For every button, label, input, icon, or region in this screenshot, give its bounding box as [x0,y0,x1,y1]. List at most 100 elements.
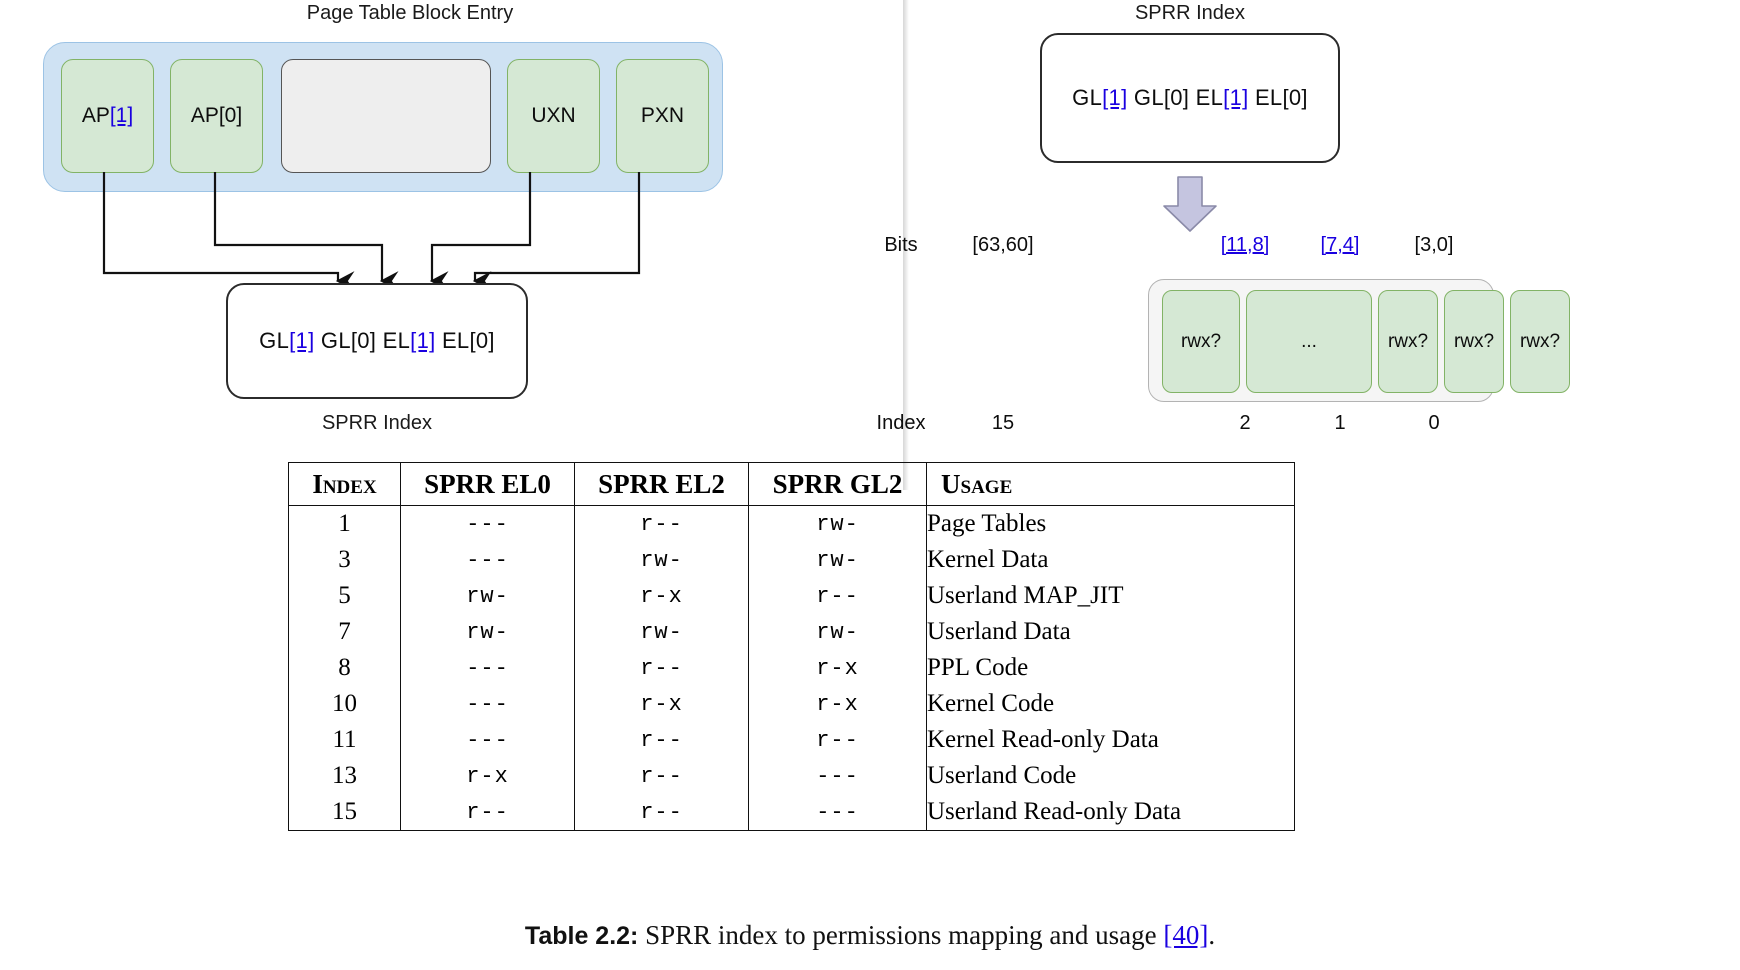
register-cell-ellipsis-text: ... [1301,330,1317,352]
cell-index: 11 [288,722,401,758]
page-table-block-entry-container: AP[1] AP[0] UXN PXN [43,42,723,192]
field-label-ap0: AP[0] [190,104,243,127]
cell-sprr-el0: --- [400,722,575,758]
table-caption: Table 2.2: SPRR index to permissions map… [0,920,1740,951]
th-usage: Usage [926,462,1295,506]
cell-sprr-el0: --- [400,686,575,722]
cell-index: 3 [288,542,401,578]
field-label-pxn: PXN [640,104,685,127]
index-label-2: 2 [1239,412,1251,434]
cell-sprr-el0: r-- [400,794,575,831]
index-label-15: 15 [991,412,1015,434]
index-row-label: Index [876,412,926,434]
cell-sprr-el2: r-x [574,686,749,722]
index-label-1: 1 [1334,412,1346,434]
cell-index: 10 [288,686,401,722]
field-box-ap0: AP[0] [170,59,263,173]
field-box-ap1: AP[1] [61,59,154,173]
index-label-0: 0 [1428,412,1440,434]
down-arrow-icon [1163,176,1217,232]
field-label-ap1: AP[1] [81,104,134,127]
field-box-reserved [281,59,491,173]
field-box-pxn: PXN [616,59,709,173]
cell-sprr-el0: --- [400,505,575,542]
register-cell-15-text: rwx? [1180,330,1222,352]
cell-index: 7 [288,614,401,650]
cell-sprr-el2: r-- [574,650,749,686]
bits-label-15: [63,60] [972,234,1034,256]
panel-divider [903,0,909,490]
sprr-index-box-right-text: GL[1] GL[0] EL[1] EL[0] [1072,85,1308,110]
cell-index: 1 [288,505,401,542]
sprr-index-box-right: GL[1] GL[0] EL[1] EL[0] [1040,33,1340,163]
cell-sprr-gl2: r-- [748,578,927,614]
table-row: 3---rw-rw-Kernel Data [288,542,1295,578]
table-header-row: Index SPRR EL0 SPRR EL2 SPRR GL2 Usage [288,462,1295,506]
cell-sprr-gl2: r-x [748,650,927,686]
caption-number: Table 2.2: [524,922,639,950]
cell-sprr-el0: rw- [400,578,575,614]
cell-sprr-el2: r-- [574,794,749,831]
table-row: 1---r--rw-Page Tables [288,505,1295,542]
cell-sprr-el2: r-x [574,578,749,614]
table-row: 11---r--r--Kernel Read-only Data [288,722,1295,758]
field-box-uxn: UXN [507,59,600,173]
sprr-index-title-right: SPRR Index [1134,2,1246,24]
cell-sprr-gl2: r-- [748,722,927,758]
register-cell-1: rwx? [1444,290,1504,393]
cell-sprr-el2: r-- [574,758,749,794]
cell-index: 5 [288,578,401,614]
sprr-table-head: Index SPRR EL0 SPRR EL2 SPRR GL2 Usage [288,462,1295,506]
register-cell-2: rwx? [1378,290,1438,393]
register-cell-0-text: rwx? [1519,330,1561,352]
field-label-uxn: UXN [531,104,576,127]
cell-sprr-el2: rw- [574,614,749,650]
cell-sprr-el0: --- [400,542,575,578]
cell-sprr-el2: rw- [574,542,749,578]
cell-sprr-el0: r-x [400,758,575,794]
cell-sprr-gl2: r-x [748,686,927,722]
caption-citation[interactable]: [40] [1163,920,1209,950]
th-sprr-el0: SPRR EL0 [400,462,575,506]
cell-sprr-el2: r-- [574,722,749,758]
th-sprr-el2: SPRR EL2 [574,462,749,506]
sprr-table-wrapper: Index SPRR EL0 SPRR EL2 SPRR GL2 Usage 1… [288,462,1295,831]
cell-index: 8 [288,650,401,686]
cell-usage: Kernel Code [926,686,1295,722]
caption-period: . [1208,920,1216,950]
figure-strip: Page Table Block Entry AP[1] AP[0] UXN P… [43,0,1570,490]
cell-usage: Kernel Read-only Data [926,722,1295,758]
cell-index: 13 [288,758,401,794]
th-sprr-gl2: SPRR GL2 [748,462,927,506]
cell-usage: Userland Read-only Data [926,794,1295,831]
register-cell-15: rwx? [1162,290,1240,393]
cell-sprr-el2: r-- [574,505,749,542]
cell-usage: Userland Code [926,758,1295,794]
bits-row-label: Bits [884,234,918,256]
bits-label-2[interactable]: [11,8] [1220,234,1270,256]
cell-sprr-gl2: rw- [748,614,927,650]
bits-label-1[interactable]: [7,4] [1320,234,1360,256]
register-cell-1-text: rwx? [1453,330,1495,352]
register-cell-2-text: rwx? [1387,330,1429,352]
cell-usage: Userland Data [926,614,1295,650]
sprr-table: Index SPRR EL0 SPRR EL2 SPRR GL2 Usage 1… [288,462,1295,831]
th-index: Index [288,462,401,506]
register-cell-ellipsis: ... [1246,290,1372,393]
cell-sprr-gl2: rw- [748,542,927,578]
page-table-block-entry-title: Page Table Block Entry [306,2,514,24]
cell-sprr-el0: rw- [400,614,575,650]
cell-usage: Page Tables [926,505,1295,542]
cell-sprr-gl2: --- [748,794,927,831]
cell-sprr-gl2: rw- [748,505,927,542]
cell-usage: PPL Code [926,650,1295,686]
cell-sprr-el0: --- [400,650,575,686]
sprr-index-label-left: SPRR Index [321,412,433,434]
